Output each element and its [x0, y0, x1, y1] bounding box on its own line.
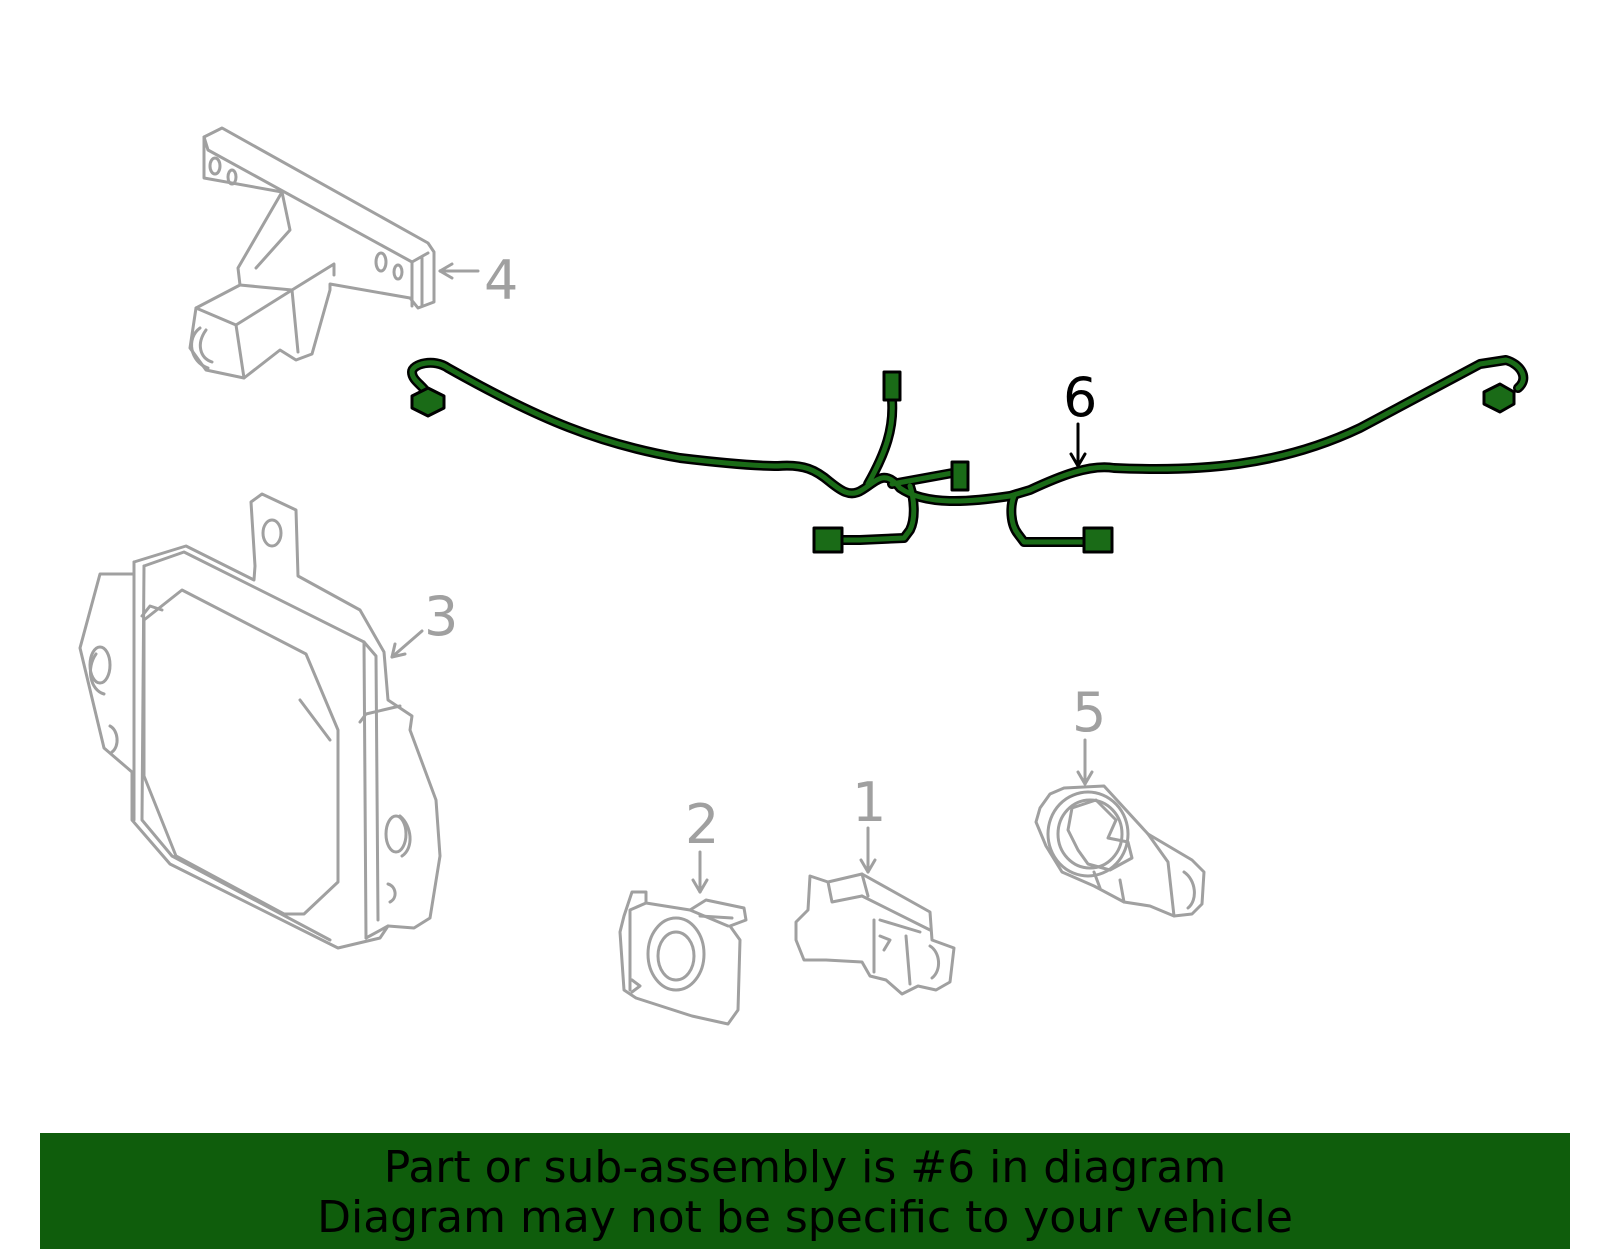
- callout-3: 3: [424, 585, 459, 648]
- info-banner: Part or sub-assembly is #6 in diagram Di…: [40, 1133, 1570, 1249]
- callout-2: 2: [685, 793, 720, 856]
- callout-4: 4: [484, 249, 519, 312]
- connector-top: [882, 370, 902, 402]
- connector-lower-right: [1082, 526, 1114, 554]
- part-5-sensor-retainer: [1034, 784, 1206, 918]
- callout-6: 6: [1063, 366, 1098, 429]
- banner-line-2: Diagram may not be specific to your vehi…: [317, 1192, 1293, 1243]
- callout-5: 5: [1072, 681, 1107, 744]
- part-1-parking-sensor: [794, 872, 956, 996]
- part-2-sensor-bracket: [618, 890, 748, 1026]
- banner-line-1: Part or sub-assembly is #6 in diagram: [383, 1142, 1227, 1193]
- connector-lower-left: [812, 526, 844, 554]
- part-4-camera-bracket: [188, 126, 436, 380]
- connector-left-end: [410, 386, 446, 418]
- connector-right-end: [1482, 382, 1516, 414]
- part-6-wiring-harness: [407, 355, 1529, 554]
- callout-1: 1: [852, 771, 887, 834]
- part-3-radar-module: [78, 492, 442, 950]
- callout-arrows: [390, 262, 1094, 894]
- connector-mid: [950, 460, 970, 492]
